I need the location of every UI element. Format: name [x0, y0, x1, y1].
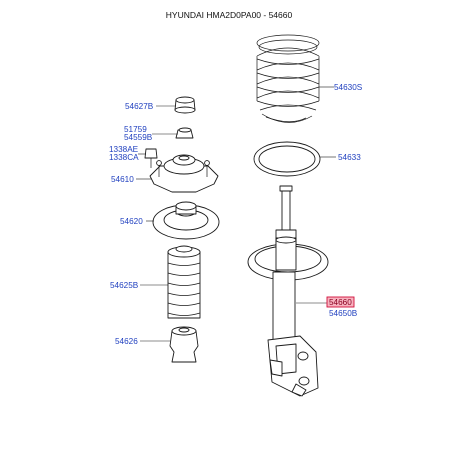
label-54650B[interactable]: 54650B — [329, 309, 358, 318]
label-54633[interactable]: 54633 — [338, 153, 361, 162]
label-54660[interactable]: 54660 — [329, 298, 352, 307]
label-1338CA[interactable]: 1338CA — [109, 153, 139, 162]
dust-boot[interactable] — [167, 245, 201, 319]
label-1338AE[interactable]: 1338AE — [109, 145, 139, 154]
shock-absorber[interactable] — [247, 185, 329, 397]
spring-pad[interactable] — [253, 141, 321, 177]
highlight-box-54660 — [326, 296, 355, 308]
mounting-bolt[interactable] — [144, 148, 158, 168]
strut-mount[interactable] — [149, 154, 219, 193]
label-54625B[interactable]: 54625B — [110, 281, 139, 290]
bump-stopper[interactable] — [169, 326, 199, 363]
label-54630S[interactable]: 54630S — [334, 83, 363, 92]
self-locking-nut[interactable] — [175, 127, 194, 139]
spring-upper-seat[interactable] — [152, 201, 220, 240]
label-54620[interactable]: 54620 — [120, 217, 143, 226]
coil-spring[interactable] — [256, 34, 320, 123]
label-54610[interactable]: 54610 — [111, 175, 134, 184]
callout-labels: 54627B 51759 54559B 1338AE 1338CA 54610 … — [109, 83, 363, 346]
label-54559B[interactable]: 54559B — [124, 133, 153, 142]
diagram-title: HYUNDAI HMA2D0PA00 - 54660 — [166, 10, 293, 20]
leader-lines — [136, 86, 336, 342]
insulator-cap[interactable] — [174, 96, 196, 114]
label-54626[interactable]: 54626 — [115, 337, 138, 346]
label-51759[interactable]: 51759 — [124, 125, 147, 134]
label-54627B[interactable]: 54627B — [125, 102, 154, 111]
